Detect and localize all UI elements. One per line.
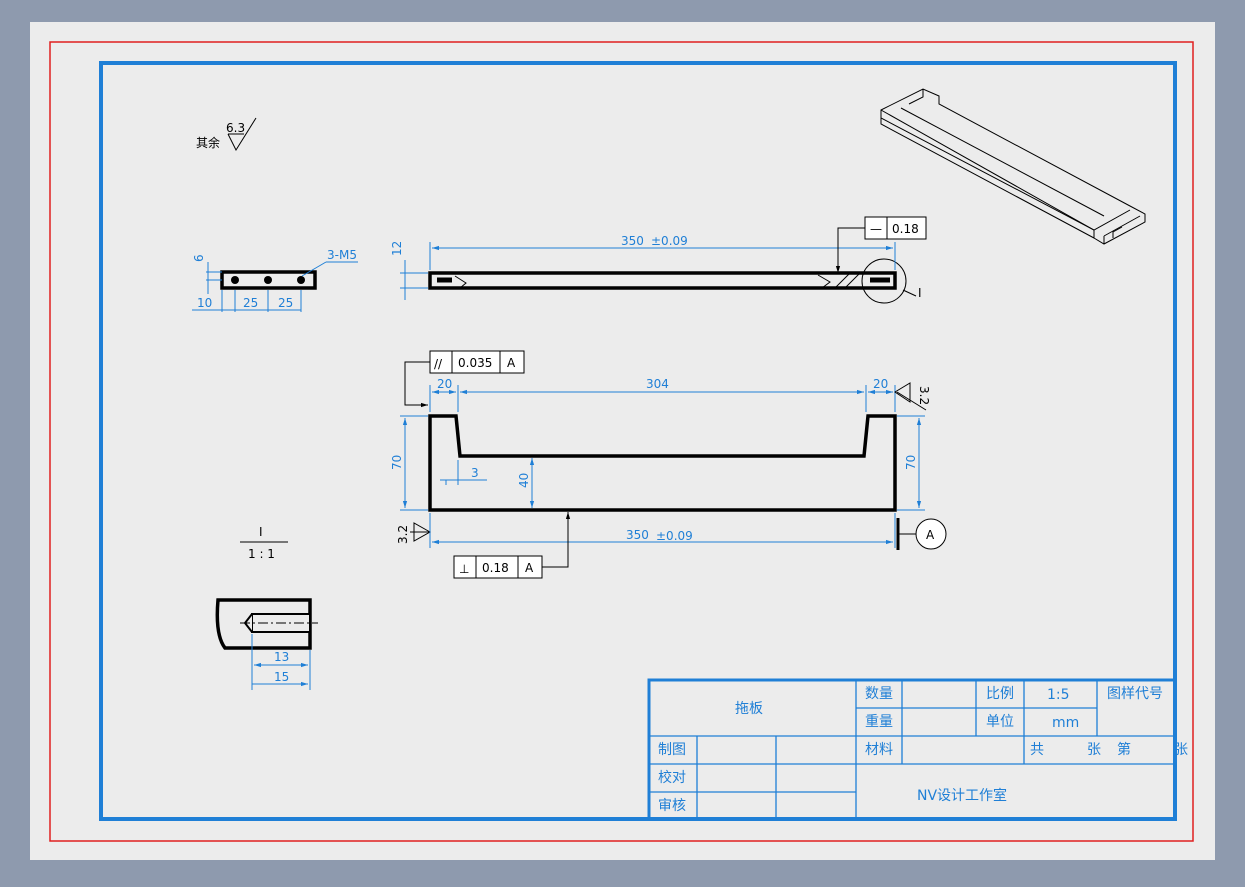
surface-roughness-note: 其余 6.3 xyxy=(196,117,257,152)
side-view: 6 10 25 25 3-M5 xyxy=(192,248,358,312)
straightness-tolerance-frame: — 0.18 xyxy=(835,216,927,273)
roughness-symbol-icon xyxy=(894,382,927,411)
part-name: 拖板 xyxy=(735,701,763,717)
svg-text:6: 6 xyxy=(192,254,206,262)
svg-text:3: 3 xyxy=(471,466,479,480)
svg-text:A: A xyxy=(525,561,534,575)
svg-text:材料: 材料 xyxy=(865,742,893,758)
svg-text:I: I xyxy=(259,525,263,539)
svg-text:审核: 审核 xyxy=(658,798,686,814)
svg-text:A: A xyxy=(926,528,935,542)
svg-text:10: 10 xyxy=(197,296,212,310)
isometric-view xyxy=(880,88,1146,245)
studio-name: NV设计工作室 xyxy=(917,787,1007,804)
svg-text:0.18: 0.18 xyxy=(892,222,919,236)
svg-text:其余: 其余 xyxy=(196,135,220,150)
svg-text:校对: 校对 xyxy=(658,769,686,786)
drawing-sheet xyxy=(30,22,1215,860)
title-block: 拖板 数量 比例 1:5 图样代号 重量 单位 mm 材料 共 张 第 张 制图… xyxy=(647,678,1188,821)
svg-text:6.3: 6.3 xyxy=(226,121,245,135)
svg-text:制图: 制图 xyxy=(658,742,686,758)
svg-text:25: 25 xyxy=(278,296,293,310)
inner-border xyxy=(99,61,1177,821)
svg-text:40: 40 xyxy=(517,473,531,488)
svg-text:15: 15 xyxy=(274,670,289,684)
svg-text:70: 70 xyxy=(904,455,918,470)
parallelism-tolerance-frame: // 0.035 A xyxy=(404,350,525,408)
svg-text:70: 70 xyxy=(390,455,404,470)
svg-text:3.2: 3.2 xyxy=(917,386,931,405)
perpendicularity-tolerance-frame: ⊥ 0.18 A xyxy=(453,512,571,579)
svg-text:350: 350 xyxy=(626,528,649,542)
svg-text:张: 张 xyxy=(1087,742,1101,758)
svg-text:3-M5: 3-M5 xyxy=(327,248,357,262)
roughness-symbol-icon xyxy=(410,522,432,542)
svg-text:重量: 重量 xyxy=(865,714,893,730)
svg-text:1:5: 1:5 xyxy=(1047,687,1070,703)
svg-text:单位: 单位 xyxy=(986,714,1014,730)
svg-text:20: 20 xyxy=(873,377,888,391)
svg-text:数量: 数量 xyxy=(865,686,893,702)
svg-text:A: A xyxy=(507,356,516,370)
outer-border xyxy=(49,41,1194,842)
svg-text:3.2: 3.2 xyxy=(396,525,410,544)
top-view: // 0.035 A 20 304 20 3.2 70 70 3 xyxy=(390,350,947,579)
svg-text:⊥: ⊥ xyxy=(459,562,469,576)
detail-view: I 1 : 1 13 15 xyxy=(215,525,318,690)
front-view: I 12 350 ±0.09 — 0.18 xyxy=(390,216,927,304)
svg-text:±0.09: ±0.09 xyxy=(656,529,693,543)
svg-text:张: 张 xyxy=(1174,742,1188,758)
svg-text:共: 共 xyxy=(1030,742,1044,758)
datum-a-marker: A xyxy=(896,518,947,550)
svg-text:I: I xyxy=(918,286,922,300)
svg-text:12: 12 xyxy=(390,241,404,256)
svg-text:0.18: 0.18 xyxy=(482,561,509,575)
svg-text://: // xyxy=(434,357,443,371)
svg-text:20: 20 xyxy=(437,377,452,391)
svg-text:比例: 比例 xyxy=(986,686,1014,702)
svg-text:mm: mm xyxy=(1052,715,1079,731)
svg-text:25: 25 xyxy=(243,296,258,310)
roughness-symbol-icon xyxy=(227,117,257,152)
svg-text:—: — xyxy=(870,222,882,236)
svg-text:13: 13 xyxy=(274,650,289,664)
svg-text:±0.09: ±0.09 xyxy=(651,234,688,248)
svg-text:350: 350 xyxy=(621,234,644,248)
svg-text:图样代号: 图样代号 xyxy=(1107,686,1163,702)
svg-text:0.035: 0.035 xyxy=(458,356,492,370)
svg-text:第: 第 xyxy=(1117,741,1131,758)
svg-text:304: 304 xyxy=(646,377,669,391)
svg-text:1 : 1: 1 : 1 xyxy=(248,547,275,561)
